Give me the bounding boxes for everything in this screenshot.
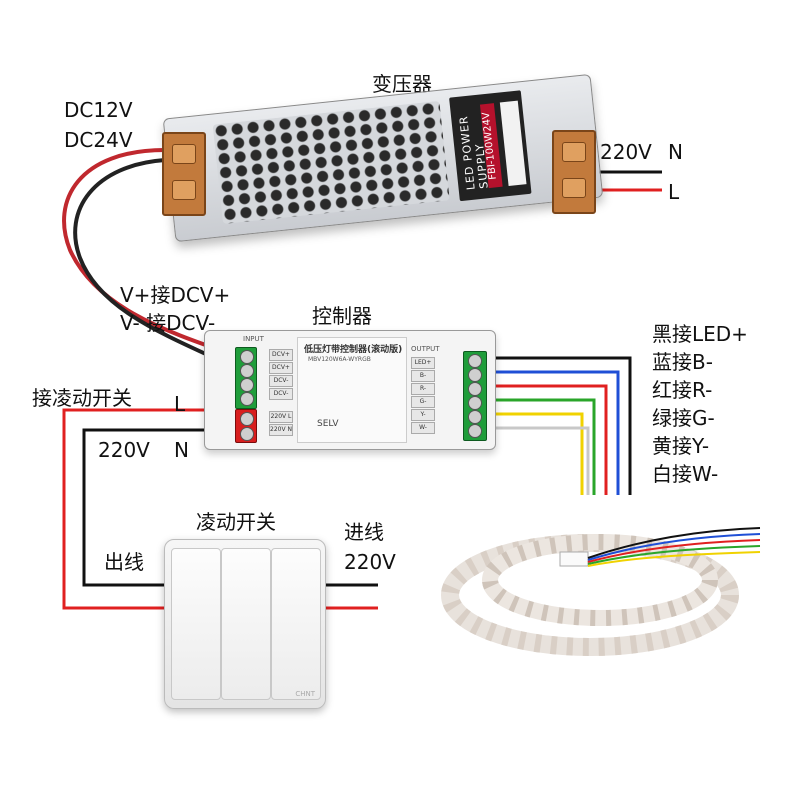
transformer-input-l: L	[668, 180, 680, 204]
output-legend-g: 绿接G-	[652, 406, 715, 430]
transformer-nameplate: LED POWER SUPPLY FBI-100W24V	[449, 90, 532, 202]
controller-output-header: OUTPUT	[411, 345, 440, 353]
controller-ac-input-terminal	[235, 409, 257, 443]
dc12v-label: DC12V	[64, 98, 133, 122]
transformer-spec-table	[499, 100, 527, 187]
out-wire-y	[492, 412, 584, 495]
wall-switch: CHNT	[164, 539, 326, 709]
controller-label-panel: 低压灯带控制器(滚动版) MBV120W6A-WYRGB	[297, 337, 407, 443]
transformer-vent-grille	[212, 100, 450, 225]
dc-wire-black	[73, 158, 233, 368]
controller-input-header: INPUT	[243, 335, 264, 343]
switch-out-label: 出线	[104, 550, 144, 574]
input-pin-dcv-minus-1: DCV-	[269, 375, 293, 387]
controller: INPUT DCV+ DCV+ DCV- DCV- 220V L 220V N …	[204, 330, 496, 450]
dc-wire-red	[62, 148, 233, 356]
output-pin-r: R-	[411, 383, 435, 395]
dc24v-label: DC24V	[64, 128, 133, 152]
output-pin-y: Y-	[411, 409, 435, 421]
output-legend-b: 蓝接B-	[652, 350, 713, 374]
controller-mains-n: N	[174, 438, 189, 462]
output-pin-g: G-	[411, 396, 435, 408]
switch-in-voltage: 220V	[344, 550, 396, 574]
output-legend-y: 黄接Y-	[652, 434, 710, 458]
controller-mains-l: L	[174, 392, 186, 416]
led-strip-drawing	[441, 527, 761, 656]
controller-output-terminal	[463, 351, 487, 441]
controller-title: 控制器	[312, 304, 372, 328]
input-pin-dcv-minus-2: DCV-	[269, 388, 293, 400]
transformer-dc-terminal	[162, 132, 206, 216]
power-note-positive: V+接DCV+	[120, 283, 231, 307]
out-wire-b	[492, 370, 620, 495]
transformer-ac-terminal	[552, 130, 596, 214]
neutral-line-n	[82, 428, 232, 587]
switch-key-2	[221, 548, 271, 700]
output-legend-r: 红接R-	[652, 378, 713, 402]
switch-line-label: 接凌动开关	[32, 386, 132, 410]
switch-in-label: 进线	[344, 520, 384, 544]
switch-key-3	[271, 548, 321, 700]
switch-title: 凌动开关	[196, 510, 276, 534]
out-wire-w	[492, 426, 590, 495]
output-legend-led-plus: 黑接LED+	[652, 322, 748, 346]
input-pin-dcv-plus-1: DCV+	[269, 349, 293, 361]
controller-device-model: MBV120W6A-WYRGB	[308, 356, 371, 363]
controller-device-title: 低压灯带控制器(滚动版)	[304, 345, 403, 355]
switch-key-1	[171, 548, 221, 700]
led-strip	[440, 500, 770, 670]
out-wire-led-plus	[492, 356, 632, 495]
power-note-negative: V- 接DCV-	[120, 311, 216, 335]
output-legend-w: 白接W-	[652, 462, 719, 486]
output-pin-led-plus: LED+	[411, 357, 435, 369]
out-wire-g	[492, 398, 596, 495]
out-wire-r	[492, 384, 608, 495]
input-pin-dcv-plus-2: DCV+	[269, 362, 293, 374]
output-pin-b: B-	[411, 370, 435, 382]
controller-selv-mark: SELV	[317, 419, 339, 429]
transformer-input-voltage: 220V	[600, 140, 652, 164]
input-pin-220v-l: 220V L	[269, 411, 293, 423]
switch-line-l	[62, 408, 232, 610]
transformer-input-n: N	[668, 140, 683, 164]
output-pin-w: W-	[411, 422, 435, 434]
controller-dc-input-terminal	[235, 347, 257, 409]
controller-mains-voltage: 220V	[98, 438, 150, 462]
switch-brand: CHNT	[295, 690, 315, 698]
input-pin-220v-n: 220V N	[269, 424, 293, 436]
